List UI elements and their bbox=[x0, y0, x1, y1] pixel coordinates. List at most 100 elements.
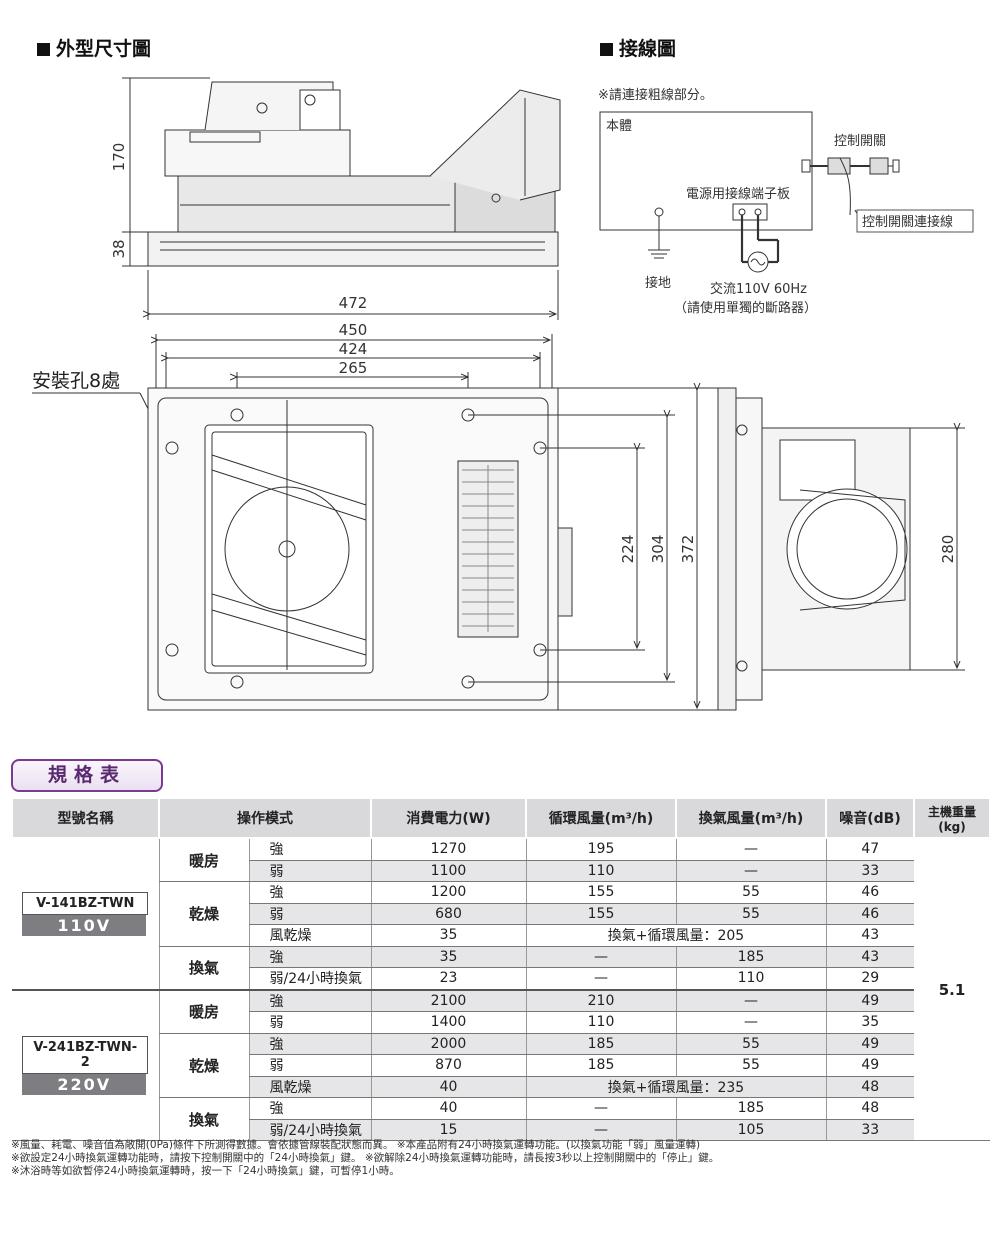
noise-cell: 46 bbox=[825, 881, 914, 904]
model-name: V-241BZ-TWN-2 bbox=[22, 1035, 149, 1074]
noise-cell: 29 bbox=[825, 967, 914, 990]
power-cell: 1400 bbox=[370, 1011, 526, 1034]
exh-cell: — bbox=[675, 838, 826, 861]
footnote: ※風量、耗電、噪音值為敞開(0Pa)條件下所測得數據。會依據管線裝配狀態而異。 … bbox=[11, 1139, 701, 1151]
dim-38: 38 bbox=[110, 239, 128, 258]
circ-cell: 155 bbox=[525, 881, 676, 904]
header-exh: 換氣風量(m³/h) bbox=[675, 797, 827, 839]
power-cell: 1270 bbox=[370, 838, 526, 861]
noise-cell: 49 bbox=[825, 1033, 914, 1055]
noise-cell: 35 bbox=[825, 1011, 914, 1034]
footnotes: ※風量、耗電、噪音值為敞開(0Pa)條件下所測得數據。會依據管線裝配狀態而異。 … bbox=[11, 1139, 991, 1178]
circ-cell: — bbox=[525, 946, 676, 968]
combined-airflow-cell: 換氣+循環風量：235 bbox=[525, 1076, 826, 1098]
wiring-note: ※請連接粗線部分。 bbox=[598, 87, 713, 103]
circ-cell: — bbox=[525, 967, 676, 990]
circ-cell: 110 bbox=[525, 860, 676, 882]
header-circ: 循環風量(m³/h) bbox=[525, 797, 677, 839]
mode-cell: 暖房 bbox=[158, 838, 249, 882]
exh-cell: 55 bbox=[675, 1054, 826, 1077]
terminal-board-label: 電源用接線端子板 bbox=[686, 186, 790, 202]
noise-cell: 48 bbox=[825, 1076, 914, 1098]
dim-450: 450 bbox=[339, 321, 368, 339]
level-cell: 弱/24小時換氣 bbox=[248, 1119, 371, 1141]
level-cell: 風乾燥 bbox=[248, 924, 371, 947]
exh-cell: 55 bbox=[675, 903, 826, 925]
circ-cell: — bbox=[525, 1097, 676, 1120]
noise-cell: 33 bbox=[825, 1119, 914, 1141]
control-switch-label: 控制開關 bbox=[834, 134, 886, 149]
level-cell: 強 bbox=[248, 1033, 371, 1055]
level-cell: 弱 bbox=[248, 860, 371, 882]
exh-cell: 185 bbox=[675, 946, 826, 968]
footnote: ※欲設定24小時換氣運轉功能時，請按下控制開關中的「24小時換氣」鍵。 ※欲解除… bbox=[11, 1152, 720, 1164]
level-cell: 弱 bbox=[248, 903, 371, 925]
level-cell: 強 bbox=[248, 881, 371, 904]
mount-holes-label: 安裝孔8處 bbox=[32, 370, 120, 392]
breaker-label: （請使用單獨的斷路器） bbox=[674, 300, 817, 316]
square-bullet-icon bbox=[37, 43, 50, 56]
dim-170: 170 bbox=[110, 143, 128, 172]
header-model: 型號名稱 bbox=[11, 797, 160, 839]
dim-265: 265 bbox=[339, 359, 368, 377]
circ-cell: 110 bbox=[525, 1011, 676, 1034]
header-weight: 主機重量(kg) bbox=[913, 797, 991, 839]
combined-airflow-cell: 換氣+循環風量：205 bbox=[525, 924, 826, 947]
level-cell: 強 bbox=[248, 1097, 371, 1120]
power-cell: 2000 bbox=[370, 1033, 526, 1055]
wiring-diagram bbox=[599, 111, 900, 273]
circ-cell: 210 bbox=[525, 988, 676, 1012]
dimensions-section-title: 外型尺寸圖 bbox=[37, 34, 151, 61]
horizontal-dimension-lines bbox=[148, 270, 559, 440]
exh-cell: — bbox=[675, 1011, 826, 1034]
dim-472: 472 bbox=[339, 294, 368, 312]
model-name: V-141BZ-TWN bbox=[22, 891, 149, 915]
mode-cell: 換氣 bbox=[158, 1097, 249, 1141]
circ-cell: — bbox=[525, 1119, 676, 1141]
technical-drawing: 170 38 472 450 424 265 安裝孔8處 bbox=[32, 77, 974, 711]
footnote: ※沐浴時等如欲暫停24小時換氣運轉時，按一下「24小時換氣」鍵，可暫停1小時。 bbox=[11, 1165, 400, 1177]
header-mode: 操作模式 bbox=[158, 797, 372, 839]
exh-cell: 55 bbox=[675, 1033, 826, 1055]
power-cell: 1100 bbox=[370, 860, 526, 882]
dim-280: 280 bbox=[939, 535, 957, 564]
noise-cell: 46 bbox=[825, 903, 914, 925]
level-cell: 強 bbox=[248, 838, 371, 861]
plan-view bbox=[147, 388, 720, 711]
switch-wire-label: 控制開關連接線 bbox=[862, 214, 953, 230]
header-noise: 噪音(dB) bbox=[825, 797, 915, 839]
mode-cell: 暖房 bbox=[158, 988, 249, 1034]
mode-cell: 乾燥 bbox=[158, 881, 249, 947]
exh-cell: — bbox=[675, 988, 826, 1012]
noise-cell: 49 bbox=[825, 1054, 914, 1077]
spec-table: 型號名稱 操作模式 消費電力(W) 循環風量(m³/h) 換氣風量(m³/h) … bbox=[11, 797, 991, 1141]
power-cell: 870 bbox=[370, 1054, 526, 1077]
level-cell: 弱 bbox=[248, 1054, 371, 1077]
dim-304: 304 bbox=[649, 535, 667, 564]
switch-wire-box bbox=[856, 209, 974, 233]
dim-224: 224 bbox=[619, 535, 637, 564]
power-cell: 15 bbox=[370, 1119, 526, 1141]
power-cell: 1200 bbox=[370, 881, 526, 904]
level-cell: 風乾燥 bbox=[248, 1076, 371, 1098]
table-header-row: 型號名稱 操作模式 消費電力(W) 循環風量(m³/h) 換氣風量(m³/h) … bbox=[11, 797, 991, 839]
power-cell: 40 bbox=[370, 1097, 526, 1120]
weight-cell: 5.1 bbox=[914, 838, 990, 1141]
spec-title: 規格表 bbox=[11, 759, 163, 792]
exh-cell: 105 bbox=[675, 1119, 826, 1141]
ground-label: 接地 bbox=[645, 275, 671, 291]
noise-cell: 49 bbox=[825, 988, 914, 1012]
mode-cell: 換氣 bbox=[158, 946, 249, 990]
noise-cell: 43 bbox=[825, 946, 914, 968]
mode-cell: 乾燥 bbox=[158, 1033, 249, 1098]
header-power: 消費電力(W) bbox=[370, 797, 527, 839]
